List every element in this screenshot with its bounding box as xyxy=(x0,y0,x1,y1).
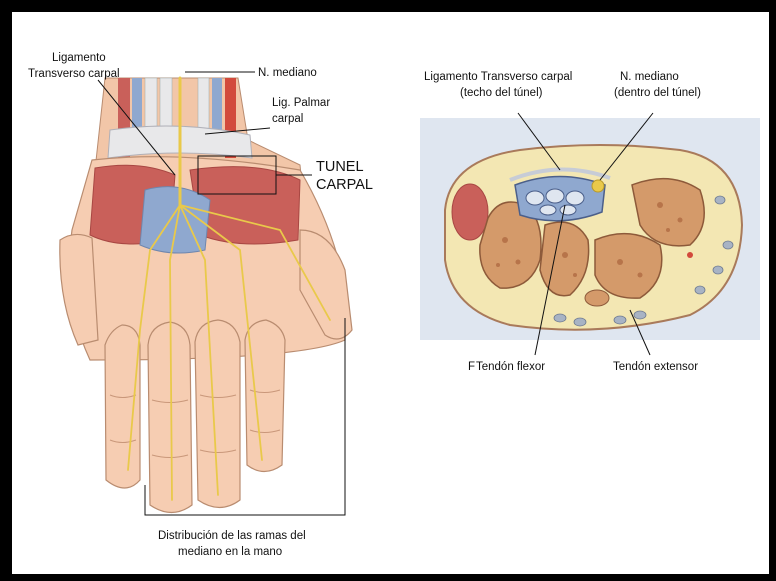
finger-index xyxy=(245,320,285,472)
label-lig-transverso-2: Transverso carpal xyxy=(28,68,120,80)
bone-5 xyxy=(585,290,609,306)
label-carpal: CARPAL xyxy=(316,177,373,193)
label-flexor-prefix: F xyxy=(468,361,475,373)
cross-section-illustration xyxy=(420,118,760,340)
label-distribucion-1: Distribución de las ramas del xyxy=(158,530,306,542)
finger-little xyxy=(105,325,140,488)
label-cs-lig-2: (techo del túnel) xyxy=(460,87,543,99)
cs-median-nerve xyxy=(592,180,604,192)
label-lig-palmar-2: carpal xyxy=(272,113,303,125)
label-cs-nerve-2: (dentro del túnel) xyxy=(614,87,701,99)
label-cs-lig-1: Ligamento Transverso carpal xyxy=(424,71,572,83)
label-lig-transverso-1: Ligamento xyxy=(52,52,106,64)
label-distribucion-2: mediano en la mano xyxy=(178,546,282,558)
label-tunel: TUNEL xyxy=(316,159,364,175)
label-cs-nerve-1: N. mediano xyxy=(620,71,679,83)
cs-muscle-left xyxy=(452,184,488,240)
label-lig-palmar-1: Lig. Palmar xyxy=(272,97,330,109)
label-flexor: Tendón flexor xyxy=(476,361,545,373)
label-extensor: Tendón extensor xyxy=(613,361,698,373)
bone-3 xyxy=(595,234,662,299)
label-n-mediano: N. mediano xyxy=(258,67,317,79)
cs-vessel xyxy=(687,252,693,258)
